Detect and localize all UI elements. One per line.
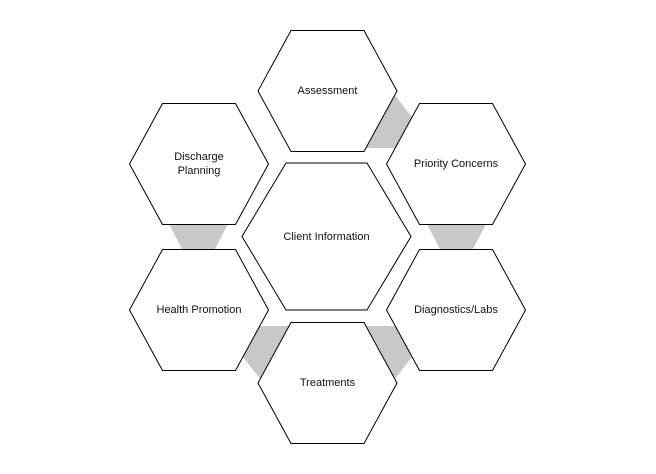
connector-1 [366, 94, 412, 148]
hexagon-treatments [257, 322, 398, 444]
hexagon-client-information [241, 162, 412, 311]
hexagon-health-promotion [128, 249, 270, 371]
connector-3 [366, 326, 412, 380]
hexagon-assessment [257, 30, 398, 152]
connector-4 [243, 326, 289, 380]
node-label-assessment: Assessment [297, 85, 358, 97]
hexagon-diagnostics-labs [385, 249, 527, 371]
node-label-treatments: Treatments [299, 377, 356, 389]
hexagon-priority-concerns [385, 103, 527, 225]
center-label: Client Information [283, 230, 370, 243]
node-label-health-promotion: Health Promotion [156, 304, 242, 316]
connector-2 [427, 224, 486, 249]
node-label-diagnostics-labs: Diagnostics/Labs [414, 304, 498, 316]
hexagon-discharge-planning [128, 103, 270, 225]
node-label-priority-concerns: Priority Concerns [413, 158, 499, 170]
connector-5 [169, 224, 228, 249]
node-label-discharge-planning: Discharge Planning [174, 151, 224, 177]
